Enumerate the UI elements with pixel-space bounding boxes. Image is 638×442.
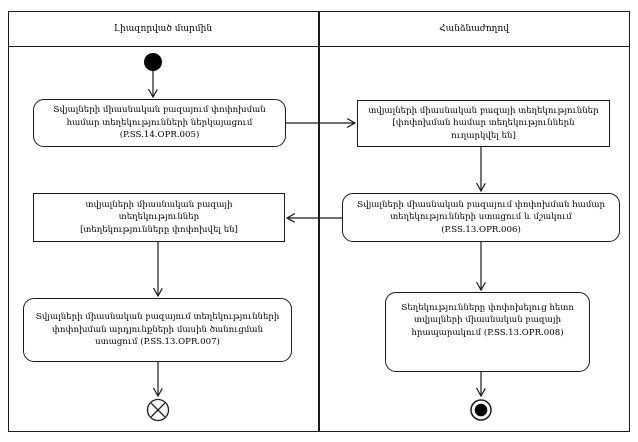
activity-label: Տվյալների միասնական բազայում փոփոխման հա…	[356, 199, 606, 235]
object-name: տվյալների միասնական բազայի տեղեկությունն…	[368, 105, 599, 116]
object-node-info-sent: տվյալների միասնական բազայի տեղեկությունն…	[357, 100, 610, 147]
activity-node-opr006: Տվյալների միասնական բազայում փոփոխման հա…	[342, 193, 620, 242]
activity-final-node	[470, 399, 492, 421]
object-state: [տեղեկությունները փոփոխվել են]	[80, 224, 238, 235]
activity-node-opr008: Տեղեկությունները փոփոխելուց հետո տվյալնե…	[385, 292, 590, 372]
swimlane-header-row: Լիազորված մարմին Հանձնաժողով	[8, 11, 630, 47]
swimlane-label: Լիազորված մարմին	[113, 23, 213, 34]
activity-label: Տվյալների միասնական բազայում փոփոխման հա…	[53, 105, 266, 141]
object-name: տվյալների միասնական բազայի տեղեկությունն…	[85, 199, 233, 223]
activity-label: Տվյալների միասնական բազայում տեղեկությու…	[35, 312, 280, 348]
activity-node-opr007: Տվյալների միասնական բազայում տեղեկությու…	[23, 298, 292, 362]
swimlane-header-committee: Հանձնաժողով	[318, 11, 630, 46]
initial-node	[144, 53, 162, 71]
activity-node-opr005: Տվյալների միասնական բազայում փոփոխման հա…	[33, 99, 286, 147]
swimlane-label: Հանձնաժողով	[439, 23, 509, 34]
object-state: [փոփոխման համար տեղեկություններն ուղարկվ…	[392, 118, 575, 141]
activity-label: Տեղեկությունները փոփոխելուց հետո տվյալնե…	[401, 303, 574, 338]
flow-final-node	[146, 398, 170, 422]
swimlane-header-authorized-body: Լիազորված մարմին	[8, 11, 318, 46]
object-node-info-changed: տվյալների միասնական բազայի տեղեկությունն…	[33, 193, 285, 242]
swimlane-divider	[318, 11, 320, 432]
